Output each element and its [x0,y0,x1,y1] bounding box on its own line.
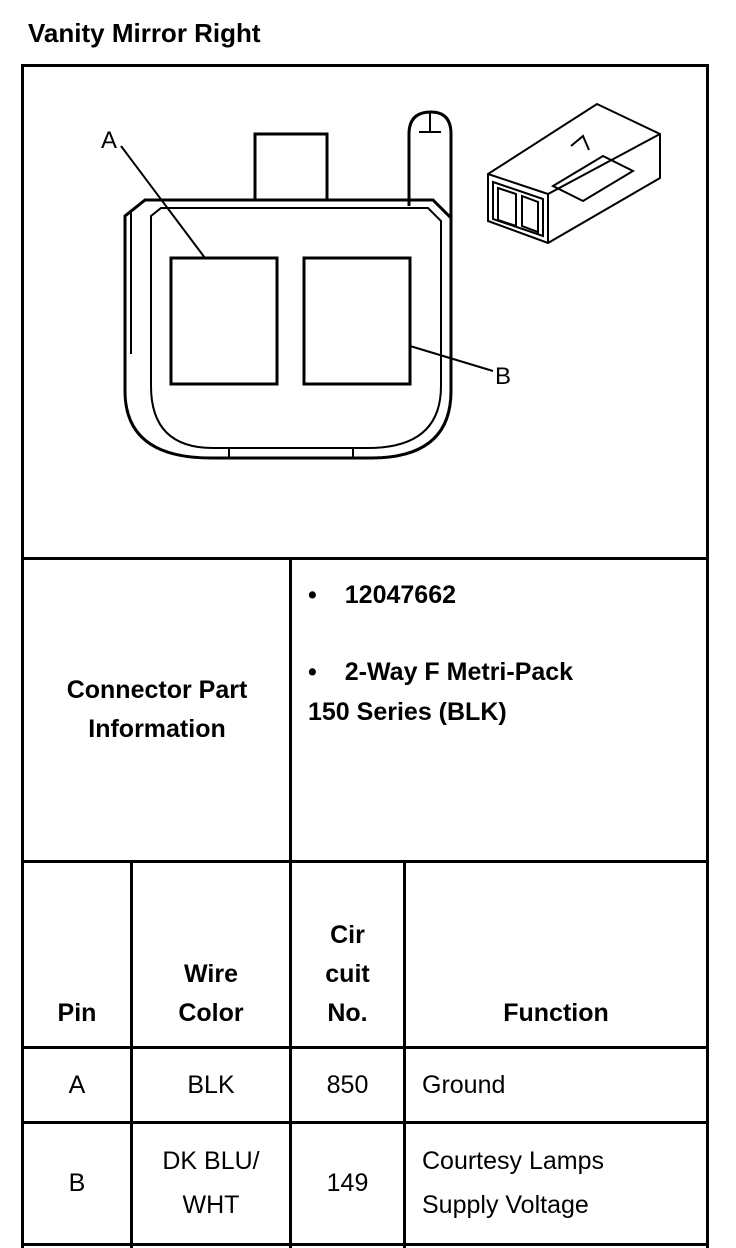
connector-info-label-line2: Information [88,715,226,743]
frame-left-line [21,64,24,1248]
table-row-b-pin: B [68,1168,86,1197]
row-separator [21,1121,709,1124]
table-row-a-function: Ground [422,1071,506,1099]
header-wire-color: Wire Color [133,863,289,1045]
pin-label-b: B [495,363,511,390]
header-circuit-line1: Cir [330,921,365,949]
table-row-b-wire-color-line2: WHT [182,1191,240,1219]
page-title: Vanity Mirror Right [28,18,261,48]
header-function: Function [503,999,609,1027]
table-row-b-wire-color-line1: DK BLU/ [162,1147,260,1175]
diagram-separator [21,557,709,560]
header-pin: Pin [57,999,97,1027]
connector-diagram: A B [101,102,661,460]
part-number-item: • 12047662 [308,575,456,615]
col-divider-3 [403,860,406,1248]
col-divider-1 [130,860,133,1248]
part-number: 12047662 [344,581,456,609]
header-separator [21,1046,709,1049]
bullet-2: • [308,658,317,686]
connector-type: 2-Way F Metri-Pack [344,658,574,686]
connector-type-item: • 2-Way F Metri-Pack [308,652,573,692]
col-divider-2 [289,860,292,1248]
table-row-a-wire-color: BLK [187,1071,235,1099]
connector-info-label-line1: Connector Part [66,676,248,704]
connector-isometric-icon [487,102,661,245]
table-row-a-circuit: 850 [326,1071,369,1099]
connector-face-view-icon [120,110,494,460]
table-row-b-wire-color: DK BLU/ WHT [133,1124,289,1242]
table-row-b-function-line1: Courtesy Lamps [422,1147,605,1175]
frame-right-line [706,64,709,1248]
header-circuit-line2: cuit [325,960,370,988]
header-wire-color-line2: Color [178,999,244,1027]
bullet-1: • [308,581,317,609]
table-row-b-function-line2: Supply Voltage [422,1191,589,1219]
header-circuit: Cir cuit No. [292,863,403,1045]
table-bottom-line [21,1243,709,1246]
header-wire-color-line1: Wire [184,960,238,988]
table-row-b-function: Courtesy Lamps Supply Voltage [422,1124,702,1242]
frame-top-line [21,64,709,67]
table-row-a-pin: A [68,1071,86,1099]
table-row-b-circuit: 149 [326,1168,369,1197]
pin-label-a: A [101,127,117,154]
connector-info-divider [289,557,292,863]
header-circuit-line3: No. [327,999,368,1027]
info-separator [21,860,709,863]
connector-series: 150 Series (BLK) [308,698,507,726]
connector-info-label: Connector Part Information [24,560,290,860]
